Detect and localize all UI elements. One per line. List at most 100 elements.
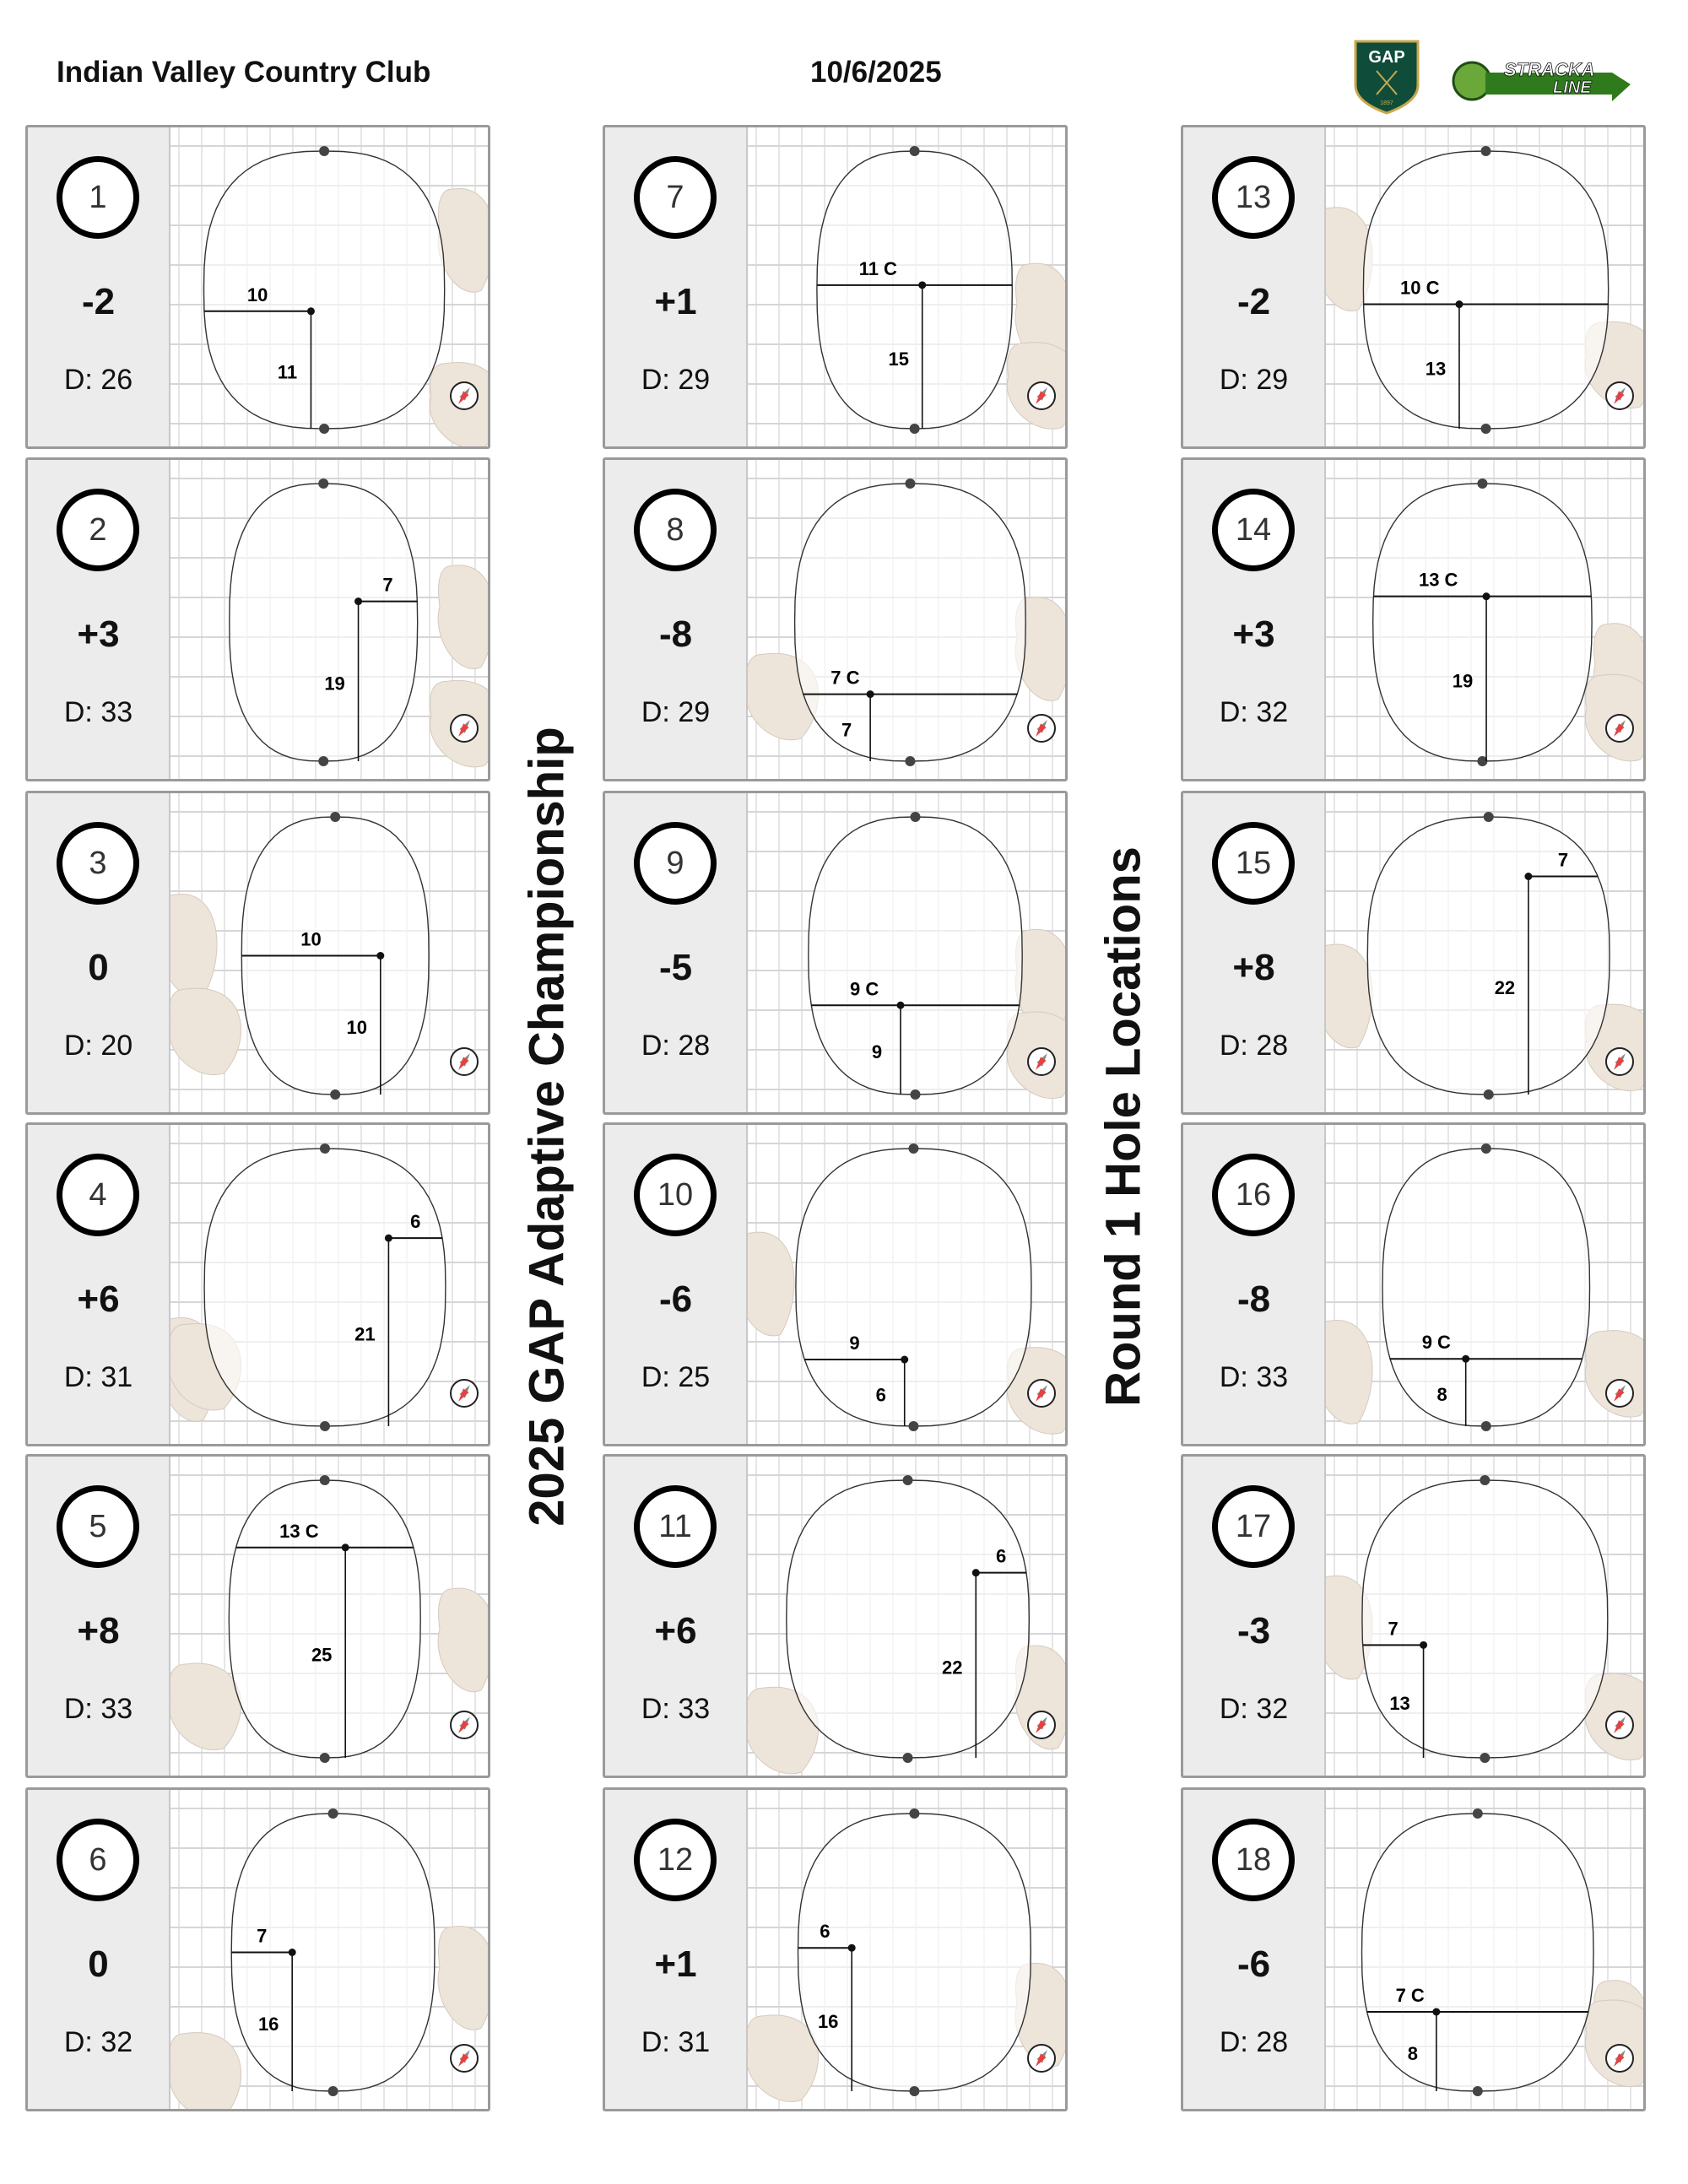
depth-value: 25 — [678, 1361, 711, 1393]
green-front-marker — [905, 756, 916, 766]
green-outline — [1372, 483, 1593, 762]
side-distance-label: 10 — [247, 284, 268, 305]
green-front-marker — [1477, 756, 1488, 766]
side-distance-label: 13 C — [279, 1521, 319, 1542]
depth-prefix: D: — [63, 1030, 101, 1062]
hole-number-text: 10 — [657, 1176, 694, 1213]
depth-value: 26 — [100, 364, 133, 396]
green-outline — [797, 1813, 1032, 2092]
depth-prefix: D: — [641, 1361, 679, 1393]
hole-number-text: 11 — [658, 1508, 692, 1544]
pin-position — [971, 1569, 980, 1577]
hole-info-panel: 10 -6 D: 25 — [605, 1125, 748, 1444]
green-depth: D: 32 — [1183, 696, 1324, 729]
depth-prefix: D: — [1219, 1693, 1257, 1725]
bunker — [437, 188, 488, 293]
hole-score: +3 — [77, 614, 120, 655]
depth-value: 28 — [1256, 2026, 1289, 2058]
hole-number: 11 — [634, 1485, 717, 1568]
green-front-marker — [1480, 1421, 1491, 1431]
green-diagram: 716 — [170, 1790, 488, 2109]
front-distance-label: 6 — [876, 1385, 886, 1406]
pin-position — [376, 952, 385, 960]
green-diagram: 719 — [170, 460, 488, 779]
pin-position — [1420, 1641, 1428, 1649]
green-back-marker — [1483, 812, 1494, 822]
hole-card: 13 -2 D: 29 10 C 13 — [1181, 125, 1646, 449]
pin-position — [866, 690, 874, 699]
hole-score: -8 — [658, 614, 693, 655]
compass-icon — [450, 381, 479, 410]
compass-icon — [450, 1379, 479, 1408]
front-distance-label: 25 — [311, 1644, 332, 1665]
depth-prefix: D: — [63, 696, 101, 728]
green-depth: D: 32 — [28, 2026, 169, 2059]
hole-number: 6 — [57, 1819, 139, 1901]
hole-score: -6 — [658, 1279, 693, 1320]
side-distance-label: 7 — [1388, 1618, 1398, 1639]
svg-text:STRACKA: STRACKA — [1504, 59, 1595, 80]
hole-info-panel: 13 -2 D: 29 — [1183, 127, 1326, 446]
green-back-marker — [902, 1475, 913, 1485]
front-distance-label: 13 — [1426, 358, 1446, 379]
front-distance-label: 19 — [324, 673, 344, 694]
green-back-marker — [908, 1143, 919, 1154]
depth-prefix: D: — [63, 1693, 101, 1725]
pin-position — [288, 1949, 296, 1956]
front-distance-label: 19 — [1453, 670, 1473, 691]
green-outline — [203, 150, 446, 430]
green-outline — [1361, 1479, 1609, 1759]
pin-position — [1482, 592, 1491, 601]
hole-info-panel: 17 -3 D: 32 — [1183, 1457, 1326, 1776]
compass-icon — [1027, 714, 1056, 743]
hole-number: 4 — [57, 1154, 139, 1236]
green-front-marker — [1483, 1089, 1494, 1100]
green-back-marker — [319, 1475, 330, 1485]
green-diagram: 7 C7 — [748, 460, 1065, 779]
depth-value: 33 — [1256, 1361, 1289, 1393]
green-depth: D: 29 — [605, 364, 746, 397]
green-diagram: 722 — [1326, 793, 1643, 1112]
green-front-marker — [909, 2086, 920, 2096]
green-depth: D: 32 — [1183, 1693, 1324, 1726]
hole-score: +8 — [1232, 947, 1275, 988]
green-outline — [230, 1813, 436, 2092]
hole-number-text: 7 — [666, 179, 684, 215]
green-front-marker — [902, 1753, 913, 1763]
hole-number-text: 13 — [1235, 179, 1272, 215]
depth-value: 29 — [678, 364, 711, 396]
side-distance-label: 7 C — [1396, 1985, 1425, 2006]
depth-prefix: D: — [63, 2026, 101, 2058]
svg-text:1897: 1897 — [1380, 100, 1393, 106]
hole-info-panel: 14 +3 D: 32 — [1183, 460, 1326, 779]
green-front-marker — [908, 1421, 919, 1431]
depth-prefix: D: — [1219, 1361, 1257, 1393]
pin-position — [1462, 1354, 1470, 1363]
compass-icon — [1605, 381, 1634, 410]
green-front-marker — [1480, 1753, 1491, 1763]
green-depth: D: 28 — [1183, 2026, 1324, 2059]
green-depth: D: 33 — [605, 1693, 746, 1726]
hole-info-panel: 9 -5 D: 28 — [605, 793, 748, 1112]
side-distance-label: 7 — [1558, 850, 1568, 871]
side-distance-label: 9 C — [850, 978, 879, 999]
hole-info-panel: 15 +8 D: 28 — [1183, 793, 1326, 1112]
gap-logo: GAP 1897 — [1354, 40, 1420, 115]
side-distance-label: 10 C — [1400, 278, 1440, 299]
side-distance-label: 10 — [300, 929, 321, 950]
green-depth: D: 33 — [28, 1693, 169, 1726]
compass-icon — [450, 714, 479, 743]
green-front-marker — [319, 1421, 330, 1431]
compass-icon — [450, 2044, 479, 2073]
side-distance-label: 9 C — [1422, 1332, 1451, 1353]
green-outline — [786, 1479, 1031, 1759]
club-name: Indian Valley Country Club — [57, 56, 431, 89]
green-depth: D: 25 — [605, 1361, 746, 1394]
green-back-marker — [1480, 1475, 1491, 1485]
green-outline — [793, 483, 1026, 762]
